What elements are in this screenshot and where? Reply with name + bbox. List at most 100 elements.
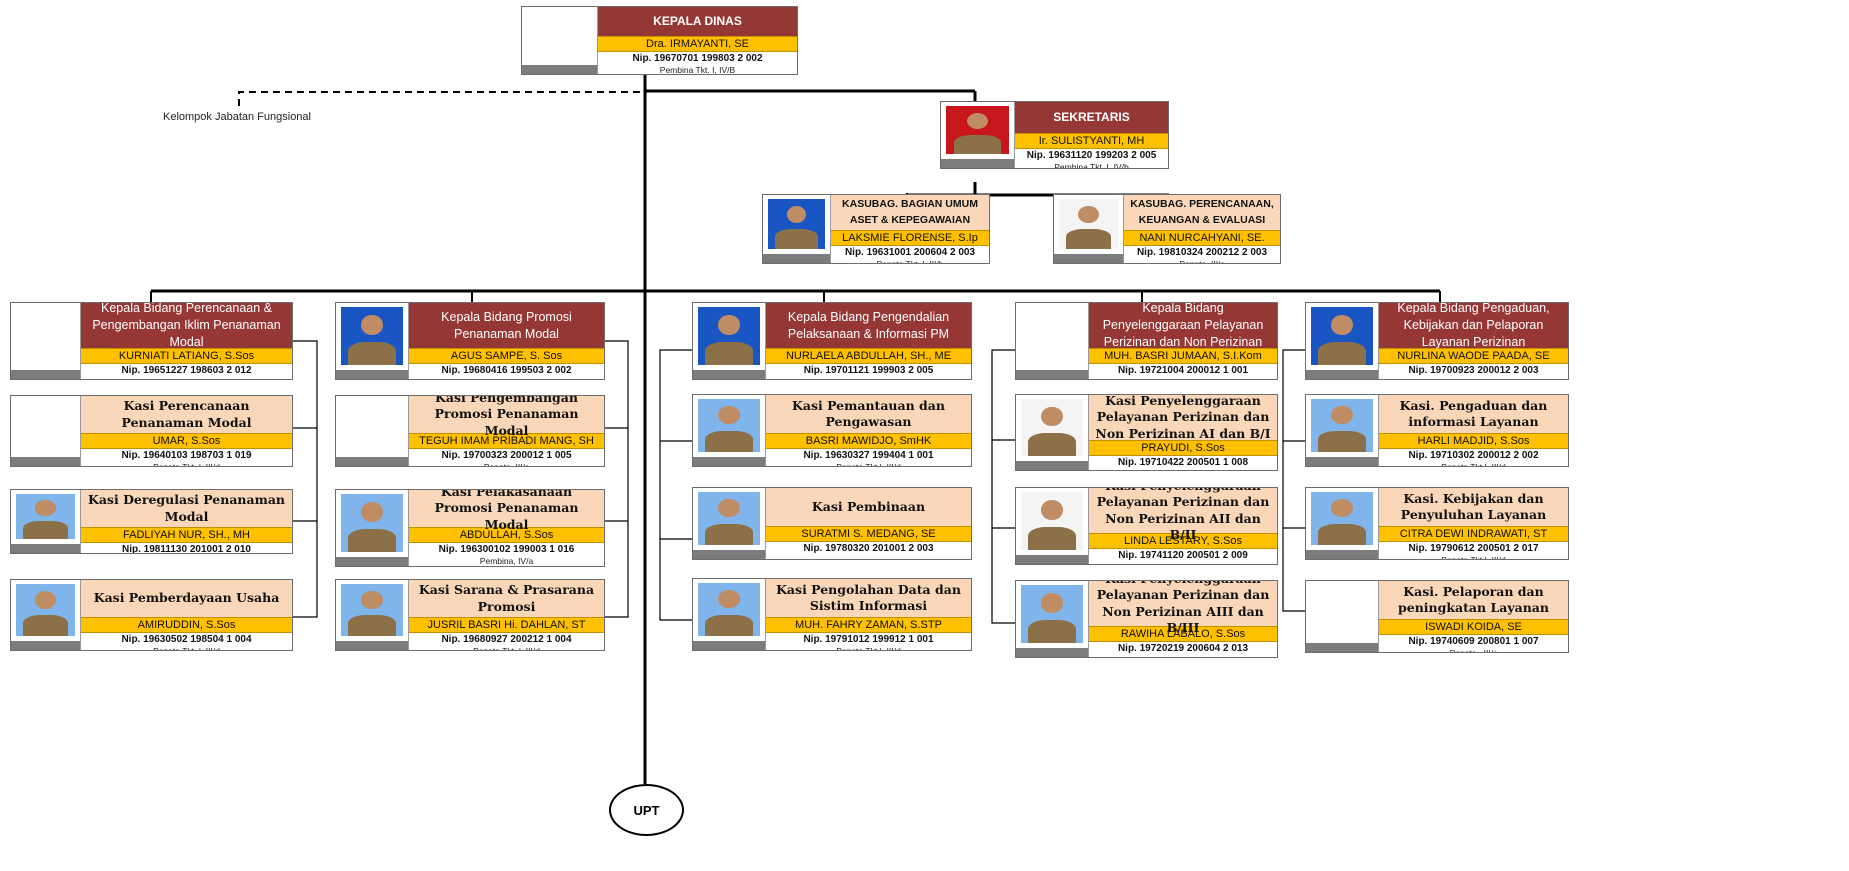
nip-number: Nip. 19630327 199404 1 001 <box>803 450 934 461</box>
rank-grade: Penata Tkt.I, III/d <box>1441 555 1506 560</box>
official-name: CITRA DEWI INDRAWATI, ST <box>1379 526 1568 542</box>
official-name: HARLI MADJID, S.Sos <box>1379 433 1568 449</box>
official-name: Ir. SULISTYANTI, MH <box>1015 133 1168 149</box>
rank-grade: Penata Muda Tkt.I, III/b <box>1089 469 1277 470</box>
person-photo <box>336 580 409 650</box>
person-photo <box>1016 581 1089 657</box>
official-name: BASRI MAWIDJO, SmHK <box>766 433 971 449</box>
position-title: KEPALA DINAS <box>598 7 797 36</box>
person-photo <box>693 303 766 379</box>
rank-grade: Penata Muda Tkt.I, III/b <box>1089 655 1277 657</box>
nip-number: Nip. 19810324 200212 2 003 <box>1136 247 1268 258</box>
official-name: MUH. BASRI JUMAAN, S.I.Kom <box>1089 348 1277 364</box>
photo-placeholder <box>11 303 81 379</box>
official-name: KURNIATI LATIANG, S.Sos <box>81 348 292 364</box>
official-name: AGUS SAMPE, S. Sos <box>409 348 604 364</box>
rank-grade: Penata, III/c <box>1179 259 1225 264</box>
org-box-kasubag-perencanaan: KASUBAG. PERENCANAAN, KEUANGAN & EVALUAS… <box>1053 194 1281 264</box>
upt-node: UPT <box>609 784 684 836</box>
nip-number: Nip. 19721004 200012 1 001 <box>1117 365 1249 376</box>
person-photo <box>11 580 81 650</box>
official-name: UMAR, S.Sos <box>81 433 292 449</box>
org-box-kabid-1: Kepala Bidang Perencanaan & Pengembangan… <box>10 302 293 380</box>
person-photo <box>693 579 766 650</box>
position-title: Kepala Bidang Pengaduan, Kebijakan dan P… <box>1379 303 1568 349</box>
nip-number: Nip. 196300102 199003 1 016 <box>438 544 575 555</box>
position-title: Kasi Pelakasanaan Promosi Penanaman Moda… <box>409 490 604 532</box>
org-box-kasi-4-3: Kasi Penyelenggaraan Pelayanan Perizinan… <box>1015 580 1278 658</box>
official-name: NURLAELA ABDULLAH, SH., ME <box>766 348 971 364</box>
position-title: Kasi Pengembangan Promosi Penanaman Moda… <box>409 396 604 438</box>
nip-number: Nip. 19710302 200012 2 002 <box>1408 450 1539 461</box>
person-photo <box>1016 395 1089 470</box>
official-name: FADLIYAH NUR, SH., MH <box>81 527 292 543</box>
person-photo <box>693 488 766 559</box>
position-title: Kepala Bidang Penyelenggaraan Pelayanan … <box>1089 303 1277 349</box>
photo-placeholder <box>336 396 409 466</box>
person-photo <box>336 490 409 566</box>
nip-number: Nip. 19710422 200501 1 008 <box>1117 457 1249 468</box>
rank-grade: Penata , III/c <box>1449 648 1498 653</box>
org-box-kasi-3-3: Kasi Pengolahan Data dan Sistim Informas… <box>692 578 972 651</box>
position-title: KASUBAG. BAGIAN UMUM ASET & KEPEGAWAIAN <box>831 195 989 230</box>
nip-number: Nip. 19680927 200212 1 004 <box>441 634 572 645</box>
rank-grade: Penata Tkt. I, III/d <box>473 646 540 651</box>
rank-grade: Pembina Tkt. I, IV/B <box>659 65 736 75</box>
person-photo <box>763 195 831 263</box>
position-title: Kasi. Pengaduan dan informasi Layanan <box>1379 395 1568 433</box>
position-title: SEKRETARIS <box>1015 102 1168 133</box>
nip-number: Nip. 19811130 201001 2 010 <box>121 544 251 554</box>
rank-grade: Penata Tkt. I, III/d <box>153 462 220 467</box>
person-photo <box>941 102 1015 168</box>
rank-grade: Penata Tkt. I, III/b <box>876 259 944 264</box>
position-title: Kasi Pengolahan Data dan Sistim Informas… <box>766 579 971 617</box>
position-title: Kasi Perencanaan Penanaman Modal <box>81 396 292 433</box>
rank-grade: Pembina, IV/a <box>409 377 604 379</box>
person-photo <box>336 303 409 379</box>
org-box-kabid-3: Kepala Bidang Pengendalian Pelaksanaan &… <box>692 302 972 380</box>
position-title: Kasi. Pelaporan dan peningkatan Layanan <box>1379 581 1568 619</box>
official-name: RAWIHA LABALO, S.Sos <box>1089 626 1277 642</box>
nip-number: Nip. 19740609 200801 1 007 <box>1408 636 1539 647</box>
nip-number: Nip. 19780320 201001 2 003 <box>803 543 934 554</box>
official-name: SURATMI S. MEDANG, SE <box>766 526 971 542</box>
person-photo <box>1306 488 1379 559</box>
rank-grade: Pembina, IV/a <box>1379 377 1568 379</box>
rank-grade: Pembina Tkt. I, IV/b <box>1054 162 1129 169</box>
org-box-kabid-5: Kepala Bidang Pengaduan, Kebijakan dan P… <box>1305 302 1569 380</box>
nip-number: Nip. 19741120 200501 2 009 <box>1118 550 1248 561</box>
person-photo <box>11 490 81 553</box>
official-name: PRAYUDI, S.Sos <box>1089 440 1277 456</box>
position-title: Kasi Pemberdayaan Usaha <box>81 580 292 617</box>
nip-number: Nip. 19680416 199503 2 002 <box>441 365 572 376</box>
photo-placeholder <box>11 396 81 466</box>
photo-placeholder <box>1016 303 1089 379</box>
person-photo <box>1306 395 1379 466</box>
official-name: JUSRIL BASRI Hi. DAHLAN, ST <box>409 617 604 633</box>
official-name: NANI NURCAHYANI, SE. <box>1124 230 1280 246</box>
official-name: ABDULLAH, S.Sos <box>409 527 604 543</box>
official-name: Dra. IRMAYANTI, SE <box>598 36 797 52</box>
position-title: KASUBAG. PERENCANAAN, KEUANGAN & EVALUAS… <box>1124 195 1280 230</box>
rank-grade: Pembina, IV/a <box>479 556 534 566</box>
rank-grade: Penata, III/c <box>1089 377 1277 379</box>
org-box-kabid-4: Kepala Bidang Penyelenggaraan Pelayanan … <box>1015 302 1278 380</box>
person-photo <box>1054 195 1124 263</box>
rank-grade: Pembina, IV/a <box>81 377 292 379</box>
photo-placeholder <box>522 7 598 74</box>
org-box-kasi-2-2: Kasi Pelakasanaan Promosi Penanaman Moda… <box>335 489 605 567</box>
nip-number: Nip. 19791012 199912 1 001 <box>803 634 934 645</box>
rank-grade: Penata Tkt.I, III/d <box>836 462 901 467</box>
